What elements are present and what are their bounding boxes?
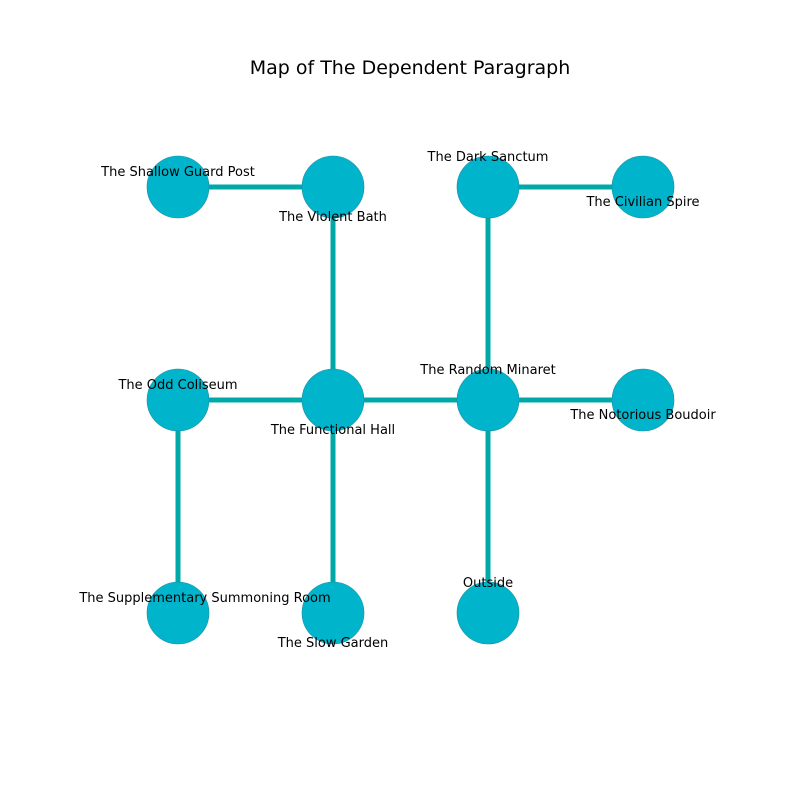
room-label-civilian: The Civilian Spire	[585, 195, 699, 210]
room-node-outside	[456, 581, 520, 645]
room-node-shallow	[146, 155, 210, 219]
room-label-summoning: The Supplementary Summoning Room	[78, 591, 330, 606]
room-node-dark	[456, 155, 520, 219]
room-label-slow: The Slow Garden	[277, 636, 389, 651]
room-label-notorious: The Notorious Boudoir	[569, 408, 716, 423]
room-node-odd	[146, 368, 210, 432]
room-node-functional	[301, 368, 365, 432]
room-node-violent	[301, 155, 365, 219]
room-label-odd: The Odd Coliseum	[117, 378, 237, 393]
room-label-dark: The Dark Sanctum	[427, 150, 549, 165]
connections-layer	[175, 184, 643, 613]
rooms-layer	[146, 155, 675, 645]
room-label-random: The Random Minaret	[419, 363, 555, 378]
room-node-civilian	[611, 155, 675, 219]
room-label-shallow: The Shallow Guard Post	[100, 165, 255, 180]
room-node-notorious	[611, 368, 675, 432]
room-label-outside: Outside	[463, 576, 513, 591]
room-label-functional: The Functional Hall	[270, 423, 395, 438]
map-title: Map of The Dependent Paragraph	[250, 57, 571, 79]
room-node-slow	[301, 581, 365, 645]
room-node-random	[456, 368, 520, 432]
room-node-summoning	[146, 581, 210, 645]
room-label-violent: The Violent Bath	[278, 210, 387, 225]
